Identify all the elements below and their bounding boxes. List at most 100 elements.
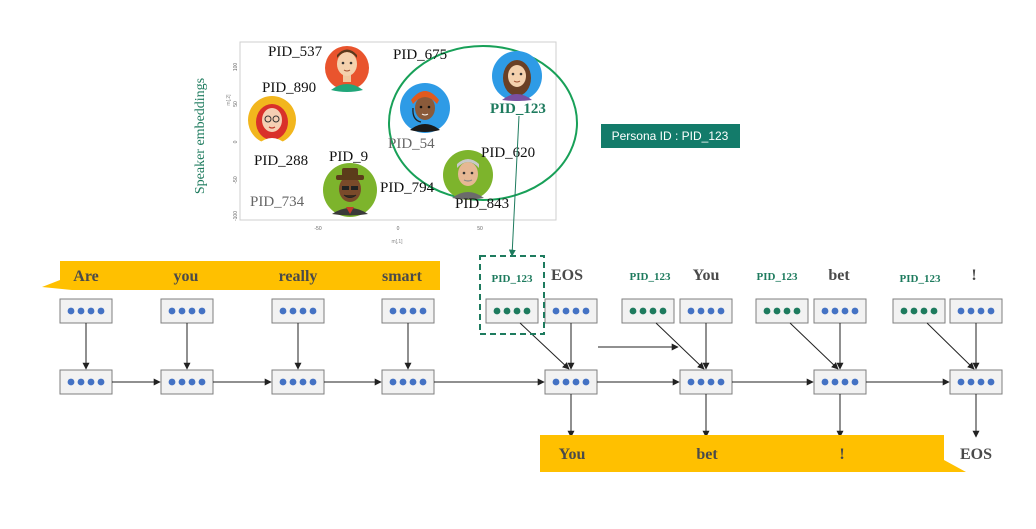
embedding-dot	[552, 307, 560, 315]
speaker-label: PID_620	[481, 145, 535, 161]
persona-to-hidden-arrow	[519, 322, 570, 370]
persona-embedding	[892, 298, 946, 324]
embedding-dot	[821, 307, 829, 315]
embedding-dot	[299, 378, 307, 386]
persona-cluster-ellipse	[388, 45, 578, 201]
embedding-dot	[773, 307, 781, 315]
speaker-label: PID_9	[329, 149, 368, 165]
embedding-dot	[419, 307, 427, 315]
decoder-pid-label: PID_123	[900, 273, 941, 285]
persona-embedding	[485, 298, 539, 324]
embedding-dot	[77, 307, 85, 315]
input-word: smart	[382, 268, 423, 285]
x-tick-label: -50	[314, 226, 321, 232]
embedding-dot	[97, 378, 105, 386]
embedding-dot	[87, 307, 95, 315]
embedding-dot	[697, 378, 705, 386]
embedding-dot	[419, 378, 427, 386]
persona-id-badge: Persona ID : PID_123	[601, 124, 740, 148]
embedding-dot	[900, 307, 908, 315]
input-word: you	[174, 268, 199, 285]
speaker-embeddings-ylabel: Speaker embeddings	[193, 78, 208, 194]
embedding-dot	[309, 378, 317, 386]
decoder-token-label: bet	[828, 267, 850, 284]
final-eos-output: EOS	[960, 446, 992, 463]
embedding-dot	[977, 307, 985, 315]
encoder-hidden-state	[160, 369, 214, 395]
decoder-hidden-state	[544, 369, 598, 395]
embedding-dot	[299, 307, 307, 315]
man-green-shirt-avatar	[325, 46, 369, 92]
decoder-hidden-state	[813, 369, 867, 395]
speaker-label: PID_794	[380, 180, 435, 196]
embedding-dot	[967, 307, 975, 315]
persona-to-hidden-arrow	[655, 322, 705, 370]
persona-id-badge-text: Persona ID : PID_123	[612, 129, 729, 143]
encoder-hidden-state	[381, 369, 435, 395]
embedding-dot	[493, 307, 501, 315]
embedding-dot	[967, 378, 975, 386]
embedding-dot	[851, 307, 859, 315]
embedding-dot	[289, 378, 297, 386]
decoder-hidden-state	[949, 369, 1003, 395]
persona-embedding	[621, 298, 675, 324]
encoder-hidden-state	[59, 369, 113, 395]
embedding-dot	[309, 307, 317, 315]
speaker-label: PID_288	[254, 153, 308, 169]
decoder-token-label: EOS	[551, 267, 583, 284]
speaker-labels: PID_537 PID_890 PID_675 PID_123 PID_54 P…	[250, 44, 546, 212]
small-y-axis-text: m[,2]	[226, 94, 232, 106]
embedding-dot	[168, 378, 176, 386]
x-tick-labels: -50 0 50	[314, 226, 483, 232]
decoder-input-embedding	[949, 298, 1003, 324]
embedding-dot	[687, 307, 695, 315]
embedding-dot	[659, 307, 667, 315]
encoder-input-embedding	[160, 298, 214, 324]
decoder-pid-label: PID_123	[492, 273, 533, 285]
embedding-dot	[562, 378, 570, 386]
embedding-dot	[289, 307, 297, 315]
embedding-dot	[831, 307, 839, 315]
embedding-dot	[188, 307, 196, 315]
decoder-token-label: You	[693, 267, 720, 284]
embedding-dot	[687, 378, 695, 386]
embedding-dot	[513, 307, 521, 315]
output-word: bet	[696, 446, 718, 463]
embedding-dot	[717, 307, 725, 315]
embedding-dot	[841, 378, 849, 386]
embedding-dot	[831, 378, 839, 386]
embedding-dot	[707, 378, 715, 386]
persona-embedding-highlight	[479, 255, 545, 335]
embedding-dot	[178, 378, 186, 386]
embedding-dot	[389, 378, 397, 386]
embedding-dot	[987, 307, 995, 315]
embedding-dot	[67, 378, 75, 386]
embedding-dot	[793, 307, 801, 315]
decoder-pid-label: PID_123	[757, 271, 798, 283]
embedding-dot	[987, 378, 995, 386]
embedding-dot	[763, 307, 771, 315]
decoder-input-embedding	[813, 298, 867, 324]
speaker-label: PID_537	[268, 44, 323, 60]
embedding-dot	[582, 307, 590, 315]
embedding-dot	[930, 307, 938, 315]
embedding-dot	[409, 307, 417, 315]
embedding-dot	[399, 378, 407, 386]
decoder-token-label: !	[971, 267, 976, 284]
y-tick-label: 50	[233, 101, 239, 107]
man-cowboy-hat-avatar	[323, 163, 377, 217]
embedding-dot	[783, 307, 791, 315]
embedding-dot	[841, 307, 849, 315]
speaker-label: PID_734	[250, 194, 305, 210]
y-tick-label: -100	[233, 211, 239, 221]
embedding-dot	[977, 378, 985, 386]
input-speech-bubble: Are you really smart	[42, 261, 440, 290]
embedding-dot	[188, 378, 196, 386]
embedding-dot	[920, 307, 928, 315]
encoder-input-embedding	[271, 298, 325, 324]
persona-embedding	[755, 298, 809, 324]
embedding-dot	[957, 378, 965, 386]
embedding-dot	[562, 307, 570, 315]
x-tick-label: 50	[477, 226, 483, 232]
